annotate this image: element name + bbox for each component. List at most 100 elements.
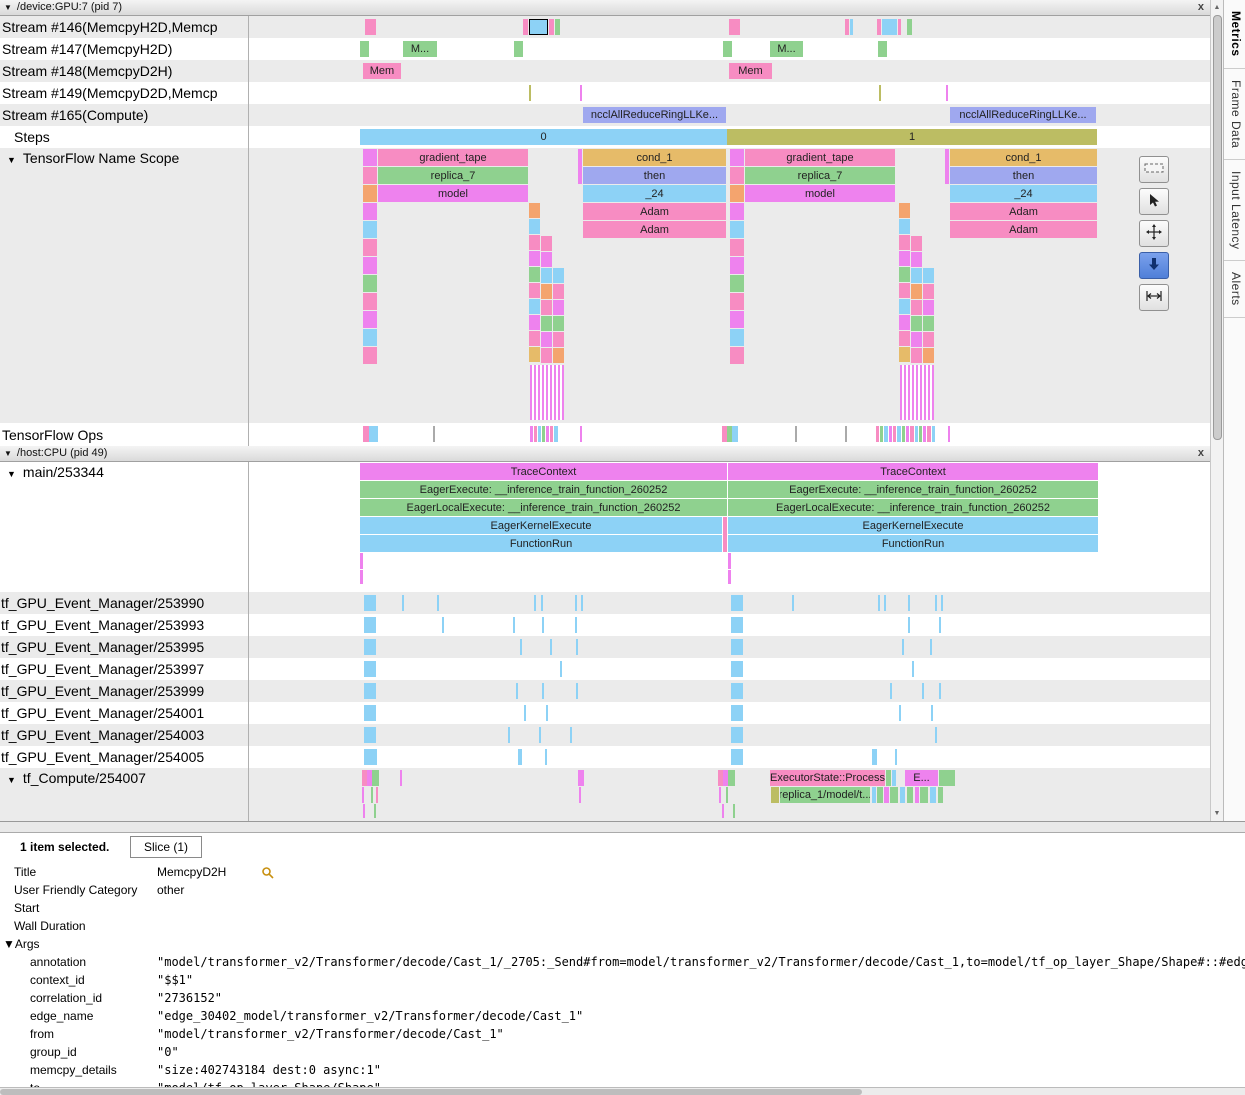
trace-slice[interactable]: [938, 787, 943, 803]
trace-slice[interactable]: [372, 770, 379, 786]
trace-slice[interactable]: [906, 426, 909, 442]
trace-slice[interactable]: [364, 749, 377, 765]
trace-slice[interactable]: [364, 683, 376, 699]
row-label[interactable]: ▼main/253344: [0, 462, 247, 592]
trace-slice[interactable]: model: [745, 185, 895, 202]
trace-slice[interactable]: [728, 570, 731, 584]
trace-slice[interactable]: [529, 219, 540, 234]
trace-slice[interactable]: [899, 347, 910, 362]
trace-slice[interactable]: FunctionRun: [728, 535, 1098, 552]
trace-slice[interactable]: [524, 705, 526, 721]
expand-icon[interactable]: ▼: [7, 775, 16, 785]
row-label[interactable]: tf_GPU_Event_Manager/253993: [0, 614, 247, 636]
trace-slice[interactable]: [545, 749, 547, 765]
trace-slice[interactable]: [553, 332, 564, 347]
row-label[interactable]: ▼TensorFlow Name Scope: [0, 148, 247, 423]
trace-slice[interactable]: [900, 787, 905, 803]
trace-slice[interactable]: [872, 749, 877, 765]
trace-slice[interactable]: [516, 683, 518, 699]
trace-slice[interactable]: [730, 257, 744, 274]
trace-slice[interactable]: M...: [403, 41, 437, 57]
trace-slice[interactable]: [542, 683, 544, 699]
trace-slice[interactable]: _24: [950, 185, 1097, 202]
trace-slice[interactable]: model: [378, 185, 528, 202]
trace-slice[interactable]: [899, 299, 910, 314]
trace-slice[interactable]: [911, 348, 922, 363]
trace-slice[interactable]: [513, 617, 515, 633]
trace-slice[interactable]: [899, 251, 910, 266]
trace-slice[interactable]: [939, 683, 941, 699]
trace-slice[interactable]: [363, 203, 377, 220]
trace-slice[interactable]: EagerExecute: __inference_train_function…: [728, 481, 1098, 498]
trace-slice[interactable]: _24: [583, 185, 726, 202]
trace-slice[interactable]: then: [950, 167, 1097, 184]
trace-slice[interactable]: EagerExecute: __inference_train_function…: [360, 481, 727, 498]
trace-slice[interactable]: [899, 219, 910, 234]
trace-slice[interactable]: [400, 770, 402, 786]
trace-slice[interactable]: [730, 185, 744, 202]
trace-slice[interactable]: [553, 268, 564, 283]
trace-slice[interactable]: [529, 85, 531, 101]
trace-slice[interactable]: [945, 149, 949, 184]
trace-slice[interactable]: [730, 221, 744, 238]
trace-slice[interactable]: [935, 595, 937, 611]
trace-slice[interactable]: [911, 252, 922, 267]
row-label[interactable]: TensorFlow Ops: [0, 423, 247, 446]
trace-slice[interactable]: [730, 203, 744, 220]
trace-slice[interactable]: [579, 787, 581, 803]
trace-slice[interactable]: [795, 426, 797, 442]
trace-slice[interactable]: [731, 639, 743, 655]
row-label[interactable]: Stream #165(Compute): [0, 104, 247, 126]
trace-slice[interactable]: 1: [727, 129, 1097, 145]
trace-slice[interactable]: [878, 595, 880, 611]
trace-slice[interactable]: [899, 315, 910, 330]
trace-slice[interactable]: [882, 19, 897, 35]
trace-slice[interactable]: [923, 284, 934, 299]
row-label[interactable]: tf_GPU_Event_Manager/254003: [0, 724, 247, 746]
trace-slice[interactable]: [911, 332, 922, 347]
collapse-icon[interactable]: ▼: [4, 449, 12, 458]
trace-slice[interactable]: [363, 185, 377, 202]
trace-slice[interactable]: [732, 426, 738, 442]
row-label[interactable]: tf_GPU_Event_Manager/253990: [0, 592, 247, 614]
trace-slice[interactable]: [731, 661, 743, 677]
trace-slice[interactable]: [911, 316, 922, 331]
trace-slice[interactable]: [878, 41, 887, 57]
close-button[interactable]: x: [1198, 446, 1204, 461]
trace-slice[interactable]: [923, 332, 934, 347]
trace-slice[interactable]: [360, 570, 363, 584]
trace-slice[interactable]: [946, 85, 948, 101]
trace-slice[interactable]: [518, 749, 522, 765]
trace-slice[interactable]: [555, 19, 560, 35]
trace-slice[interactable]: [363, 257, 377, 274]
trace-slice[interactable]: [364, 661, 376, 677]
trace-slice[interactable]: [437, 595, 439, 611]
trace-slice[interactable]: [731, 749, 743, 765]
trace-slice[interactable]: [576, 639, 578, 655]
args-section-label[interactable]: ▼Args: [0, 935, 1245, 953]
trace-slice[interactable]: [941, 595, 943, 611]
trace-slice[interactable]: [730, 167, 744, 184]
trace-slice[interactable]: [442, 617, 444, 633]
trace-slice[interactable]: [911, 284, 922, 299]
trace-slice[interactable]: [546, 705, 548, 721]
trace-slice[interactable]: E...: [905, 770, 938, 786]
close-button[interactable]: x: [1198, 0, 1204, 15]
trace-slice[interactable]: [730, 275, 744, 292]
trace-slice[interactable]: [550, 426, 553, 442]
trace-slice[interactable]: [534, 426, 537, 442]
trace-slice[interactable]: [733, 804, 735, 818]
row-label[interactable]: Stream #146(MemcpyH2D,Memcp: [0, 16, 247, 38]
trace-slice[interactable]: [363, 347, 377, 364]
row-label[interactable]: tf_GPU_Event_Manager/253995: [0, 636, 247, 658]
trace-slice[interactable]: [529, 299, 540, 314]
trace-slice[interactable]: [529, 235, 540, 250]
trace-slice[interactable]: [363, 311, 377, 328]
trace-slice[interactable]: [541, 332, 552, 347]
trace-slice[interactable]: TraceContext: [360, 463, 727, 480]
trace-slice[interactable]: [884, 787, 889, 803]
trace-slice[interactable]: [514, 41, 523, 57]
trace-slice[interactable]: [529, 267, 540, 282]
trace-slice[interactable]: [376, 787, 378, 803]
timing-tool[interactable]: [1139, 284, 1169, 311]
